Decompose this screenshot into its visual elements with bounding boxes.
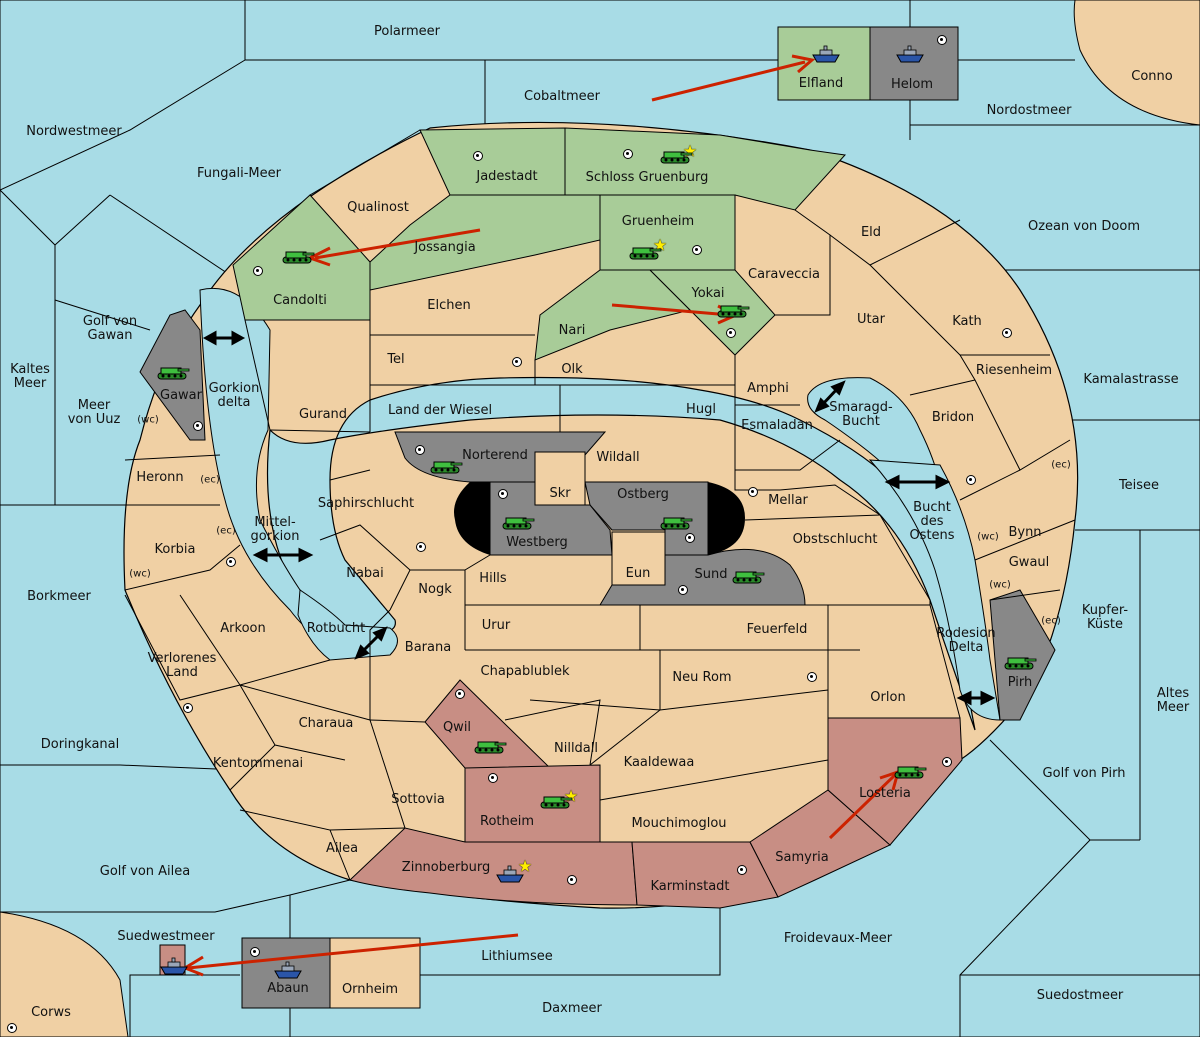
supply-center — [226, 557, 236, 567]
supply-center — [455, 689, 465, 699]
supply-center — [488, 773, 498, 783]
province-ornheim[interactable] — [329, 937, 421, 1009]
capital-star: ★ — [682, 141, 698, 161]
army-unit-icon[interactable] — [659, 147, 693, 169]
supply-center — [685, 533, 695, 543]
supply-center — [1002, 328, 1012, 338]
army-unit-icon[interactable] — [716, 301, 750, 323]
army-unit-icon[interactable] — [1003, 653, 1037, 675]
coast-label: (wc) — [129, 568, 151, 580]
supply-center — [193, 421, 203, 431]
fleet-unit-icon[interactable] — [495, 864, 525, 888]
supply-center — [807, 672, 817, 682]
province-eun[interactable] — [611, 531, 666, 586]
army-unit-icon[interactable] — [628, 243, 662, 265]
province-karminstadt[interactable] — [631, 841, 779, 909]
province-zinnober[interactable] — [349, 827, 638, 906]
supply-center — [726, 328, 736, 338]
supply-center — [567, 875, 577, 885]
army-unit-icon[interactable] — [156, 363, 190, 385]
province-pirh[interactable] — [989, 589, 1056, 721]
province-samyria[interactable] — [749, 789, 891, 898]
land-borders — [124, 129, 1076, 881]
supply-center — [473, 151, 483, 161]
supply-center — [937, 35, 947, 45]
adjacency-arrows — [202, 330, 996, 706]
army-unit-icon[interactable] — [429, 457, 463, 479]
supply-center — [678, 585, 688, 595]
supply-center — [498, 489, 508, 499]
supply-center — [748, 487, 758, 497]
fleet-unit-icon[interactable] — [159, 956, 189, 980]
coast-label: (ec) — [1051, 459, 1071, 471]
army-unit-icon[interactable] — [893, 762, 927, 784]
province-helom[interactable] — [869, 26, 959, 101]
army-unit-icon[interactable] — [659, 513, 693, 535]
province-conno[interactable] — [1073, 0, 1200, 126]
coast-label: (wc) — [989, 579, 1011, 591]
supply-center — [512, 357, 522, 367]
army-unit-icon[interactable] — [539, 792, 573, 814]
fleet-unit-icon[interactable] — [895, 44, 925, 68]
coast-label: (wc) — [137, 414, 159, 426]
fleet-unit-icon[interactable] — [273, 960, 303, 984]
supply-center — [7, 1023, 17, 1033]
supply-center — [942, 757, 952, 767]
ostberg-cap-right — [708, 482, 745, 555]
army-unit-icon[interactable] — [473, 737, 507, 759]
army-unit-icon[interactable] — [731, 567, 765, 589]
supply-center — [737, 865, 747, 875]
province-gruenheim[interactable] — [599, 194, 736, 271]
army-unit-icon[interactable] — [501, 513, 535, 535]
capital-star: ★ — [517, 856, 533, 876]
supply-center — [623, 149, 633, 159]
supply-center — [416, 542, 426, 552]
supply-center — [183, 703, 193, 713]
coast-label: (wc) — [977, 531, 999, 543]
sea-buchtostens[interactable] — [868, 459, 1001, 721]
supply-center — [692, 245, 702, 255]
province-corws[interactable] — [0, 911, 129, 1037]
army-unit-icon[interactable] — [281, 247, 315, 269]
supply-center — [966, 475, 976, 485]
province-skr[interactable] — [534, 451, 586, 506]
fleet-unit-icon[interactable] — [811, 44, 841, 68]
order-arrows — [181, 54, 901, 977]
capital-star: ★ — [563, 786, 579, 806]
coast-label: (ec) — [216, 525, 236, 537]
supply-center — [250, 947, 260, 957]
ostberg-cap-left — [454, 482, 490, 555]
coast-label: (ec) — [1041, 615, 1061, 627]
supply-center — [415, 445, 425, 455]
coast-label: (ec) — [200, 474, 220, 486]
supply-center — [253, 266, 263, 276]
province-rotheim[interactable] — [464, 764, 601, 843]
